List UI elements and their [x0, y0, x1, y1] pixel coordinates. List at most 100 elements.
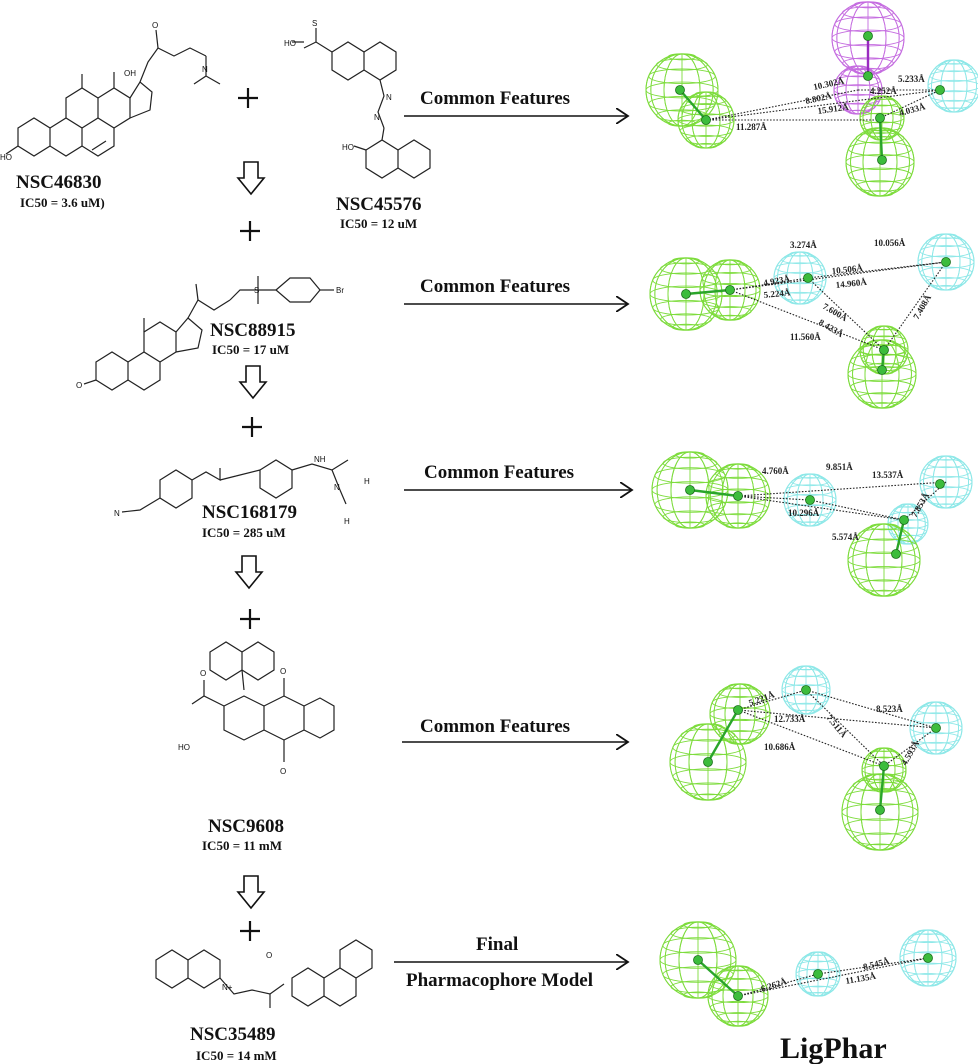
atom-s: S [312, 19, 317, 28]
feature-center [899, 515, 909, 525]
atom-o: O [200, 669, 206, 678]
distance-line [805, 689, 885, 767]
distance-line [737, 957, 929, 997]
distance-label: 8.523Å [876, 704, 903, 714]
plus-sign [238, 88, 258, 108]
distance-line [705, 89, 941, 121]
structure-nsc168179: N NH H N H [114, 455, 370, 526]
feature-center [681, 289, 691, 299]
distance-label: 10.056Å [874, 238, 906, 248]
distance-line [737, 495, 905, 521]
atom-s: S [254, 286, 259, 295]
distance-label: 4.760Å [762, 466, 789, 476]
distance-label: 7.511Å [824, 713, 849, 740]
arrow-label: Common Features [420, 276, 570, 297]
hydrophobe-feature-sphere [847, 523, 921, 597]
atom-ho: HO [178, 743, 190, 752]
final-model-arrow: Final Pharmacophore Model [394, 934, 628, 991]
compound-name: NSC168179 [202, 502, 297, 523]
feature-center [923, 953, 933, 963]
distance-label: 13.537Å [872, 470, 904, 480]
atom-nh: NH [314, 455, 326, 464]
distance-label: 10.302Å [812, 76, 845, 92]
feature-vector [697, 959, 739, 997]
distance-label: 4.923Å [763, 273, 792, 288]
distance-label: 5.574Å [832, 532, 859, 542]
distance-line [737, 689, 807, 711]
brand-title: LigPhar [780, 1032, 887, 1064]
feature-center [685, 485, 695, 495]
acceptor-feature-sphere [919, 455, 973, 509]
acceptor-feature-sphere [795, 951, 841, 997]
plus-sign [240, 221, 260, 241]
atom-h: H [344, 517, 350, 526]
feature-center [733, 491, 743, 501]
atom-ho: HO [342, 143, 354, 152]
arrow-label-model: Pharmacophore Model [406, 970, 593, 991]
hydrophobe-feature-sphere [651, 451, 729, 529]
distance-line [729, 289, 885, 351]
structure-nsc46830: HO O OH N [0, 21, 221, 162]
atom-o: O [152, 21, 158, 30]
compound-name: NSC46830 [16, 172, 102, 193]
structure-nsc35489: N+ O [155, 939, 373, 1008]
atom-n: N [202, 65, 208, 74]
compound-name: NSC35489 [190, 1024, 276, 1045]
feature-center [675, 85, 685, 95]
common-features-arrow: Common Features [402, 716, 628, 742]
distance-label: 5.221Å [747, 689, 776, 708]
feature-center [879, 761, 889, 771]
distance-line [807, 261, 947, 279]
arrow-label: Common Features [420, 716, 570, 737]
feature-center [875, 805, 885, 815]
atom-h: H [364, 477, 370, 486]
distance-label: 11.560Å [790, 332, 821, 342]
distance-line [807, 277, 885, 351]
plus-sign [240, 609, 260, 629]
acceptor-feature-sphere [917, 233, 975, 291]
feature-center [879, 345, 889, 355]
plus-sign [242, 417, 262, 437]
distance-line [737, 481, 947, 497]
distance-line [817, 957, 929, 975]
compound-name: NSC9608 [208, 816, 284, 837]
atom-n: N [386, 93, 392, 102]
atom-o: O [280, 767, 286, 776]
distance-line [883, 727, 937, 767]
compound-ic50: IC50 = 12 uM [340, 216, 417, 231]
feature-center [941, 257, 951, 267]
feature-vector [685, 288, 731, 296]
feature-center [733, 991, 743, 1001]
atom-n: N [114, 509, 120, 518]
feature-center [801, 685, 811, 695]
distance-label: 14.960Å [835, 277, 868, 290]
distance-line [875, 89, 941, 121]
distance-line [737, 709, 885, 767]
distance-label: 4.252Å [870, 86, 897, 96]
feature-vector [689, 488, 739, 498]
feature-vector [878, 765, 886, 811]
feature-vector [679, 89, 707, 121]
distance-label: 10.506Å [831, 263, 864, 276]
feature-center [891, 549, 901, 559]
hydrophobe-feature-sphere [707, 965, 769, 1027]
atom-ho: HO [0, 153, 12, 162]
feature-center [863, 71, 873, 81]
distance-line [729, 277, 809, 291]
feature-vector [878, 117, 884, 161]
down-arrow-icon [236, 161, 266, 196]
distance-label: 11.287Å [736, 122, 767, 132]
atom-oh: OH [124, 69, 136, 78]
distance-line [737, 709, 937, 729]
acceptor-feature-sphere [781, 665, 831, 715]
hydrophobe-feature-sphere [705, 463, 771, 529]
hydrophobe-feature-sphere [669, 723, 747, 801]
feature-center [875, 113, 885, 123]
feature-vector [894, 519, 906, 555]
compound-name: NSC88915 [210, 320, 296, 341]
atom-o: O [76, 381, 82, 390]
down-arrow-icon [238, 365, 268, 400]
feature-center [877, 365, 887, 375]
